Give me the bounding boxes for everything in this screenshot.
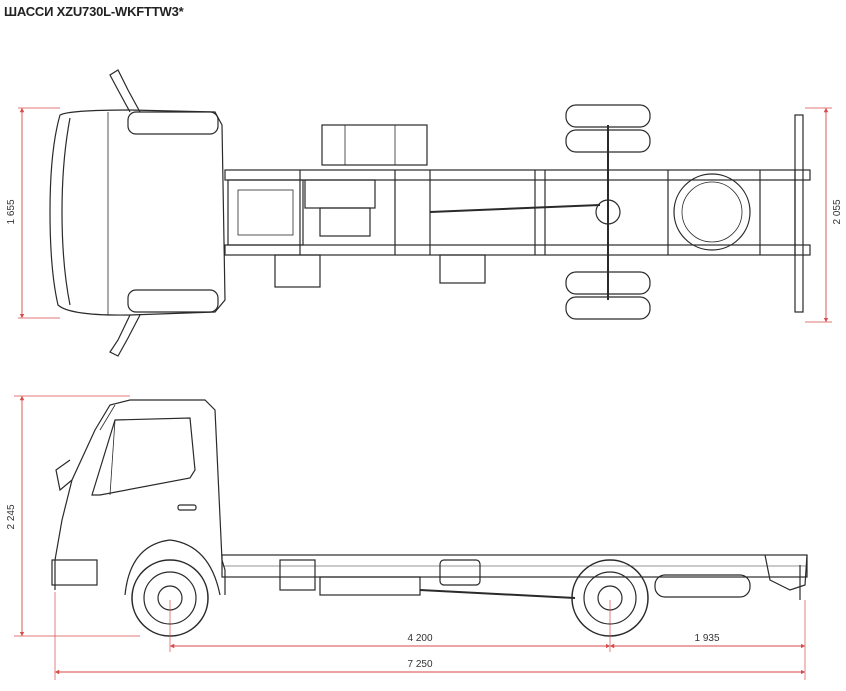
rear-wheel-top-outer xyxy=(565,104,651,128)
rear-wheel-bottom-outer xyxy=(565,296,651,320)
driveshaft xyxy=(429,204,601,213)
side-view-dimensions: 2 245 4 200 1 935 7 250 xyxy=(6,395,806,680)
dim-rear-overhang: 1 935 xyxy=(694,633,719,644)
dim-cab-width: 1 655 xyxy=(6,199,17,224)
engine-block xyxy=(227,179,304,246)
rear-wheel-bottom-inner xyxy=(565,271,651,295)
cab-window xyxy=(91,417,196,496)
mirror-side xyxy=(55,459,73,492)
front-bumper xyxy=(51,559,98,586)
battery-box xyxy=(321,124,428,166)
dim-overall-length: 7 250 xyxy=(407,659,432,670)
dim-wheelbase: 4 200 xyxy=(407,633,432,644)
side-view xyxy=(51,399,808,637)
mirror-right-top xyxy=(109,314,141,357)
page-title: ШАССИ XZU730L-WKFTTW3* xyxy=(4,4,184,19)
top-view-dimensions: 1 655 2 055 xyxy=(6,107,843,323)
dim-overall-width: 2 055 xyxy=(832,199,843,224)
cab-side-outline xyxy=(54,399,226,595)
spare-wheel xyxy=(673,173,751,251)
rear-wheel-top-inner xyxy=(565,129,651,153)
frame-rail-bottom xyxy=(224,244,811,256)
mirror-left-top xyxy=(109,69,141,113)
dim-height: 2 245 xyxy=(6,504,17,529)
spare-wheel-side xyxy=(654,574,751,598)
cab-top-outline xyxy=(49,109,226,316)
rear-bumper-bar xyxy=(794,114,804,313)
fuel-tank xyxy=(439,559,481,586)
frame-rail-top xyxy=(224,169,811,181)
top-view xyxy=(49,69,811,357)
